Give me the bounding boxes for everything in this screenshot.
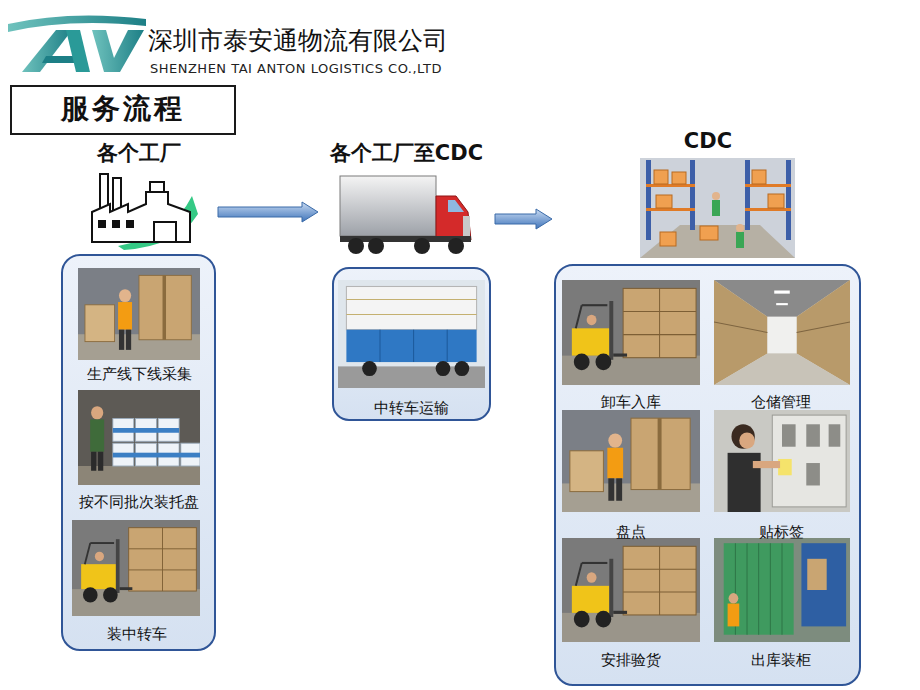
step-card: 生产线下线采集 bbox=[74, 266, 204, 384]
factory-building bbox=[92, 192, 190, 242]
shelf-post bbox=[646, 160, 651, 240]
shelf-post bbox=[786, 160, 791, 240]
step-card: 装中转车 bbox=[68, 518, 206, 644]
step-caption: 卸车入库 bbox=[599, 392, 663, 412]
shelf-beam bbox=[646, 184, 695, 187]
company-logo bbox=[8, 15, 146, 72]
flow-arrow bbox=[495, 209, 552, 229]
label-slot: 深圳市泰安通物流有限公司 bbox=[148, 26, 448, 56]
step-card: 按不同批次装托盘 bbox=[74, 388, 204, 512]
box bbox=[752, 170, 766, 184]
truck-trailer bbox=[340, 176, 436, 236]
photo bbox=[714, 280, 850, 385]
factory-tower bbox=[150, 182, 164, 192]
step-caption: 装中转车 bbox=[105, 624, 169, 644]
box bbox=[768, 194, 784, 208]
label-slot: SHENZHEN TAI ANTON LOGISTICS CO.,LTD bbox=[150, 58, 442, 77]
worker bbox=[736, 232, 744, 248]
warehouse-floor bbox=[640, 225, 795, 258]
company-name-en: SHENZHEN TAI ANTON LOGISTICS CO.,LTD bbox=[150, 61, 442, 76]
photo bbox=[72, 520, 200, 616]
logo-stroke bbox=[92, 30, 144, 72]
step-card: 仓储管理 bbox=[710, 278, 852, 412]
step-caption: 贴标签 bbox=[757, 522, 806, 542]
truck-wheel bbox=[348, 238, 364, 254]
logo-stroke bbox=[22, 30, 72, 72]
box bbox=[672, 172, 686, 184]
step-caption: 中转车运输 bbox=[372, 398, 451, 418]
step-caption: 安排验货 bbox=[599, 650, 663, 670]
truck-icon bbox=[340, 176, 471, 254]
box bbox=[660, 232, 676, 246]
step-card: 贴标签 bbox=[710, 406, 852, 542]
flow-arrow bbox=[218, 202, 318, 222]
photo bbox=[714, 538, 850, 642]
step-card: 安排验货 bbox=[560, 536, 702, 670]
page-title: 服务流程 bbox=[61, 92, 185, 125]
panel-outline bbox=[555, 265, 860, 685]
company-name: 深圳市泰安通物流有限公司 bbox=[148, 26, 448, 55]
warehouse-icon bbox=[640, 158, 795, 258]
worker bbox=[736, 224, 744, 232]
step-card: 卸车入库 bbox=[560, 278, 702, 412]
step-caption: 仓储管理 bbox=[749, 392, 813, 412]
panel-outline bbox=[62, 255, 215, 650]
truck-cab bbox=[436, 196, 471, 240]
photo bbox=[338, 280, 485, 388]
logo-stroke bbox=[66, 30, 90, 72]
factory-icon bbox=[92, 174, 198, 250]
step-caption: 盘点 bbox=[614, 522, 648, 542]
step-caption: 按不同批次装托盘 bbox=[77, 492, 201, 512]
stage-group: 各个工厂至CDC 中转车运输 bbox=[318, 136, 495, 424]
photo bbox=[78, 390, 200, 485]
box bbox=[700, 226, 718, 240]
photo bbox=[78, 268, 200, 360]
step-card: 出库装柜 bbox=[710, 536, 852, 670]
worker bbox=[712, 192, 720, 200]
step-caption: 生产线下线采集 bbox=[85, 364, 194, 384]
truck-wheel bbox=[414, 238, 430, 254]
box bbox=[656, 195, 672, 208]
title-box: 服务流程 bbox=[10, 85, 236, 135]
box bbox=[654, 170, 668, 184]
truck-wheel bbox=[368, 238, 384, 254]
truck-wheel bbox=[448, 238, 464, 254]
warehouse-wall bbox=[640, 158, 795, 258]
photo bbox=[562, 410, 700, 512]
step-card: 盘点 bbox=[560, 406, 702, 542]
stage-heading: 各个工厂至CDC bbox=[330, 140, 483, 166]
stage-heading: CDC bbox=[684, 128, 732, 154]
factory-window bbox=[112, 220, 120, 228]
shelf-post bbox=[745, 160, 750, 230]
photo bbox=[562, 538, 700, 642]
photo bbox=[714, 410, 850, 512]
stage-heading: 各个工厂 bbox=[97, 140, 181, 166]
shelf-post bbox=[690, 160, 695, 230]
logo-swoosh bbox=[8, 15, 146, 32]
truck-grille bbox=[463, 216, 470, 236]
factory-door bbox=[154, 222, 176, 242]
factory-window bbox=[98, 220, 106, 228]
stage-group: 各个工厂生产线下线采集按不同批次装托盘装中转车 bbox=[60, 136, 218, 653]
factory-window bbox=[126, 220, 134, 228]
stage-group: CDC 卸车入库 仓储管理盘点 贴标签安排验货 出库装柜 bbox=[552, 124, 864, 687]
photo bbox=[562, 280, 700, 385]
step-card: 中转车运输 bbox=[336, 278, 487, 418]
truck-window bbox=[448, 200, 464, 212]
panel-outline bbox=[333, 268, 490, 420]
step-caption: 出库装柜 bbox=[749, 650, 813, 670]
worker bbox=[712, 200, 720, 216]
